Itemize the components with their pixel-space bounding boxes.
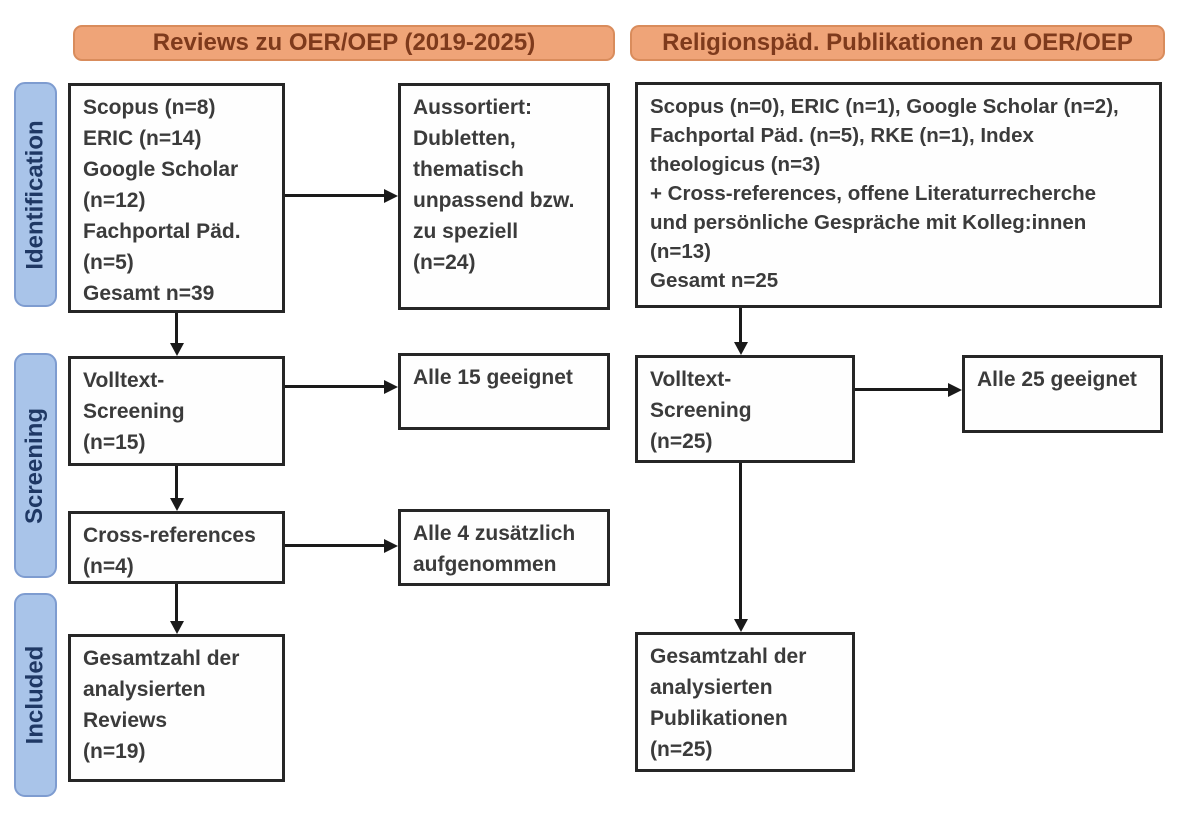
box-cross-references: Cross-references(n=4) xyxy=(68,511,285,584)
arrowhead-icon xyxy=(384,538,398,553)
box-sources-reviews: Scopus (n=8)ERIC (n=14)Google Scholar(n=… xyxy=(68,83,285,313)
arrowhead-icon xyxy=(733,619,748,632)
arrowhead-icon xyxy=(733,342,748,355)
stage-label-screening: Screening xyxy=(14,353,57,578)
stage-label-screening-text: Screening xyxy=(21,407,49,524)
stage-label-identification-text: Identification xyxy=(21,119,49,270)
stage-label-included-text: Included xyxy=(21,645,49,745)
arrow-sources-to-fulltext xyxy=(169,313,184,356)
arrowhead-icon xyxy=(169,343,184,356)
arrowhead-icon xyxy=(948,382,962,397)
arrow-fulltext-to-result xyxy=(285,379,398,394)
stage-label-included: Included xyxy=(14,593,57,797)
stage-label-identification: Identification xyxy=(14,82,57,307)
arrowhead-icon xyxy=(384,188,398,203)
arrow-fulltext-to-total-right xyxy=(733,463,748,632)
box-fulltext-screening-publications: Volltext-Screening(n=25) xyxy=(635,355,855,463)
arrowhead-icon xyxy=(169,498,184,511)
arrow-fulltext-to-crossref xyxy=(169,466,184,511)
box-fulltext-screening-reviews: Volltext-Screening(n=15) xyxy=(68,356,285,466)
arrow-sources-to-fulltext-right xyxy=(733,308,748,355)
arrow-sources-to-excluded xyxy=(285,188,398,203)
column-header-religionspaed: Religionspäd. Publikationen zu OER/OEP xyxy=(630,25,1165,61)
arrow-crossref-to-total xyxy=(169,584,184,634)
column-header-reviews: Reviews zu OER/OEP (2019-2025) xyxy=(73,25,615,61)
box-all-15-suitable: Alle 15 geeignet xyxy=(398,353,610,430)
box-all-25-suitable: Alle 25 geeignet xyxy=(962,355,1163,433)
arrowhead-icon xyxy=(169,621,184,634)
arrow-fulltext-to-result-right xyxy=(855,382,962,397)
arrowhead-icon xyxy=(384,379,398,394)
box-sources-religionspaed: Scopus (n=0), ERIC (n=1), Google Scholar… xyxy=(635,82,1162,308)
arrow-crossref-to-result xyxy=(285,538,398,553)
